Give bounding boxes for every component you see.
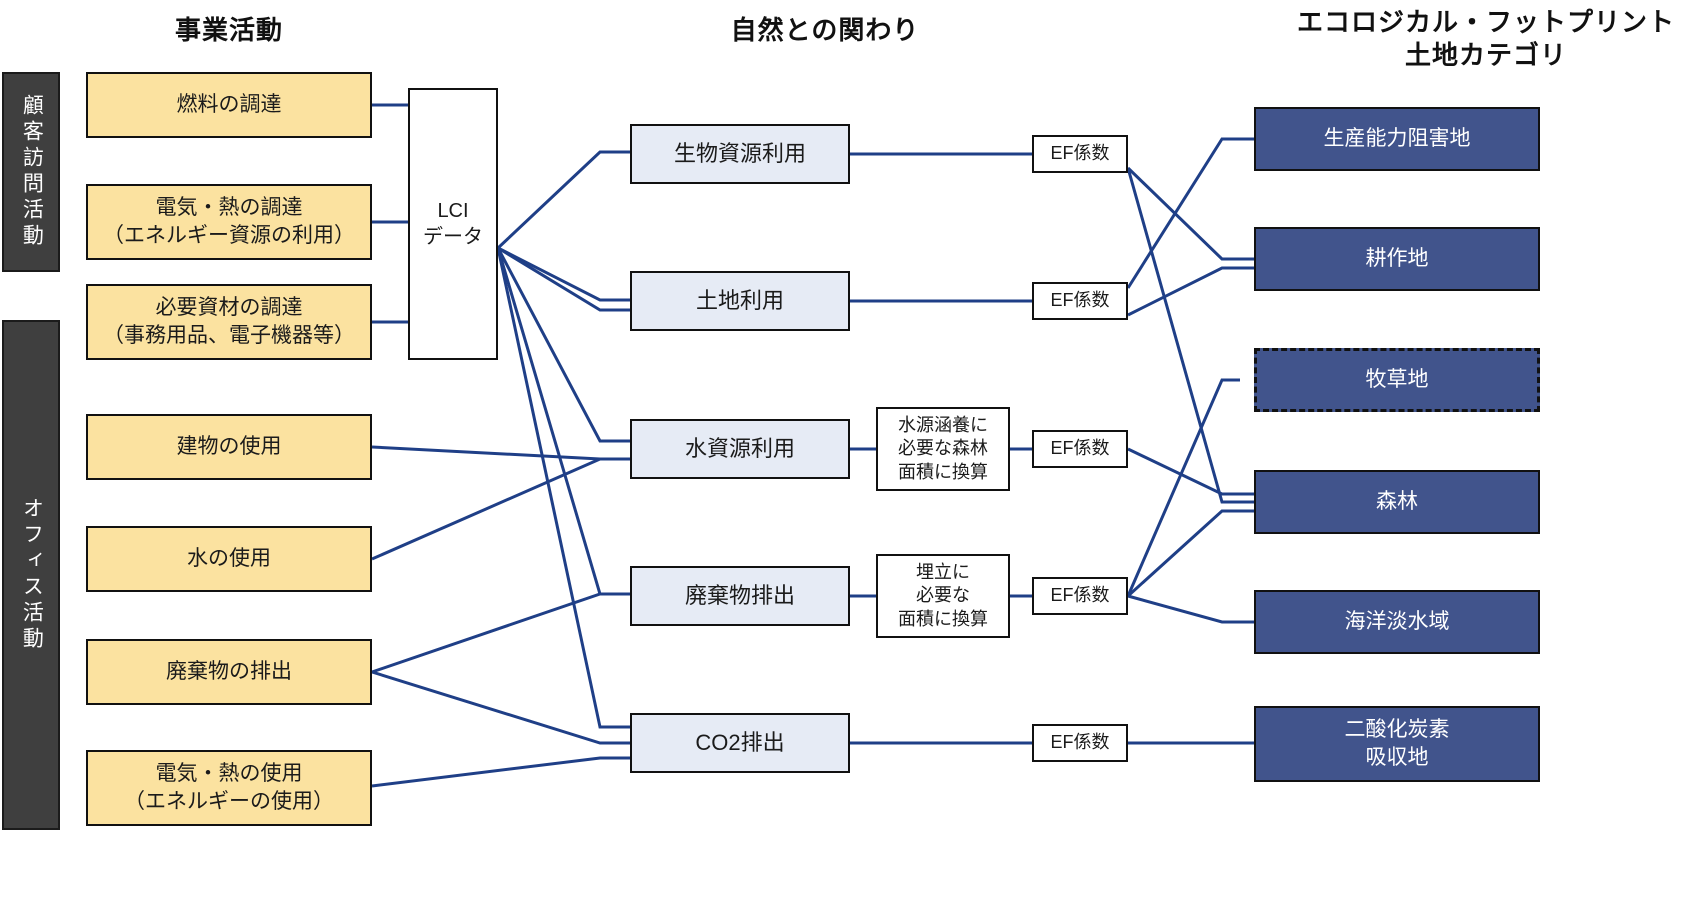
activity-fuel-procurement[interactable]: 燃料の調達 (86, 72, 372, 138)
ef-factor-waste[interactable]: EF係数 (1032, 577, 1128, 615)
nature-bioresource-use[interactable]: 生物資源利用 (630, 124, 850, 184)
column-title-footprint: エコロジカル・フットプリント 土地カテゴリ (1296, 7, 1675, 71)
nature-land-use[interactable]: 土地利用 (630, 271, 850, 331)
ef-factor-co2[interactable]: EF係数 (1032, 724, 1128, 762)
land-category-co2-absorption[interactable]: 二酸化炭素 吸収地 (1254, 706, 1540, 782)
land-category-degraded-land[interactable]: 生産能力阻害地 (1254, 107, 1540, 171)
activity-building-use[interactable]: 建物の使用 (86, 414, 372, 480)
lci-data-box[interactable]: LCI データ (408, 88, 498, 360)
group-band-label: 顧客訪問活動 (20, 94, 44, 250)
land-category-cropland[interactable]: 耕作地 (1254, 227, 1540, 291)
land-category-marine-freshwater[interactable]: 海洋淡水域 (1254, 590, 1540, 654)
ef-factor-land-use[interactable]: EF係数 (1032, 282, 1128, 320)
ef-factor-water[interactable]: EF係数 (1032, 430, 1128, 468)
conversion-landfill-to-area[interactable]: 埋立に 必要な 面積に換算 (876, 554, 1010, 638)
land-category-forest[interactable]: 森林 (1254, 470, 1540, 534)
activity-material-procurement[interactable]: 必要資材の調達 （事務用品、電子機器等） (86, 284, 372, 360)
conversion-water-to-forest-area[interactable]: 水源涵養に 必要な森林 面積に換算 (876, 407, 1010, 491)
activity-electricity-heat-use[interactable]: 電気・熱の使用 （エネルギーの使用） (86, 750, 372, 826)
nature-co2-emission[interactable]: CO2排出 (630, 713, 850, 773)
activity-electricity-heat-procurement[interactable]: 電気・熱の調達 （エネルギー資源の利用） (86, 184, 372, 260)
ef-factor-bioresource[interactable]: EF係数 (1032, 135, 1128, 173)
activity-water-use[interactable]: 水の使用 (86, 526, 372, 592)
group-band-customer-visit: 顧客訪問活動 (2, 72, 60, 272)
column-title-business: 事業活動 (174, 15, 283, 45)
nature-waste-discharge[interactable]: 廃棄物排出 (630, 566, 850, 626)
group-band-label: オフィス活動 (20, 497, 44, 653)
activity-waste-discharge[interactable]: 廃棄物の排出 (86, 639, 372, 705)
group-band-office: オフィス活動 (2, 320, 60, 830)
land-category-grazing-land[interactable]: 牧草地 (1254, 348, 1540, 412)
nature-water-resource-use[interactable]: 水資源利用 (630, 419, 850, 479)
column-title-nature: 自然との関わり (730, 15, 920, 45)
